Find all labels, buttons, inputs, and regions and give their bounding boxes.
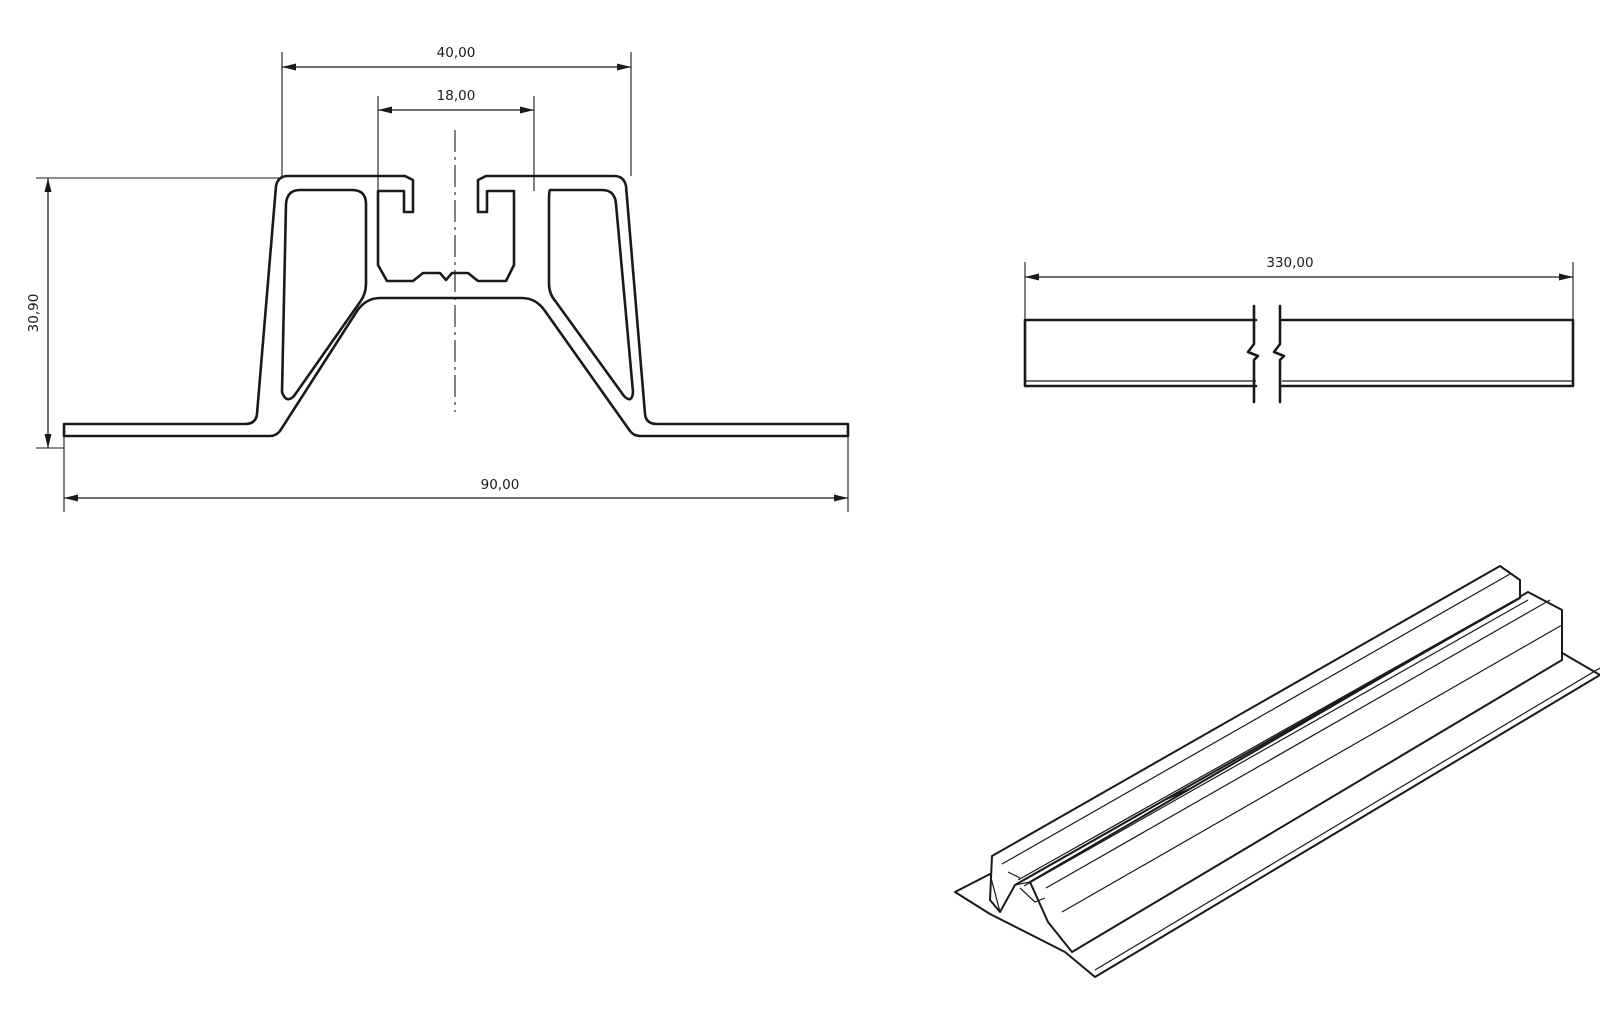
iso-left-ridge [989,565,1521,913]
dim-top-width: 40,00 [437,45,476,61]
iso-slot-line [1017,595,1523,881]
left-cavity [280,188,368,401]
iso-flange-edge [1094,667,1600,971]
arrowhead [282,63,296,71]
cross-section-view: 40,00 18,00 30,90 90,00 [26,45,850,512]
isometric-view [954,565,1600,978]
dim-slot-width: 18,00 [437,88,476,104]
iso-ridge-line [1045,599,1551,889]
arrowhead [520,106,534,114]
arrowhead [44,178,52,192]
iso-right-ridge [1029,591,1563,953]
iso-end-face [989,871,1073,953]
dim-base-width: 90,00 [481,477,520,493]
dim-length: 330,00 [1266,255,1313,271]
arrowhead [1025,273,1039,281]
arrowhead [378,106,392,114]
iso-ridge-line [1061,624,1563,913]
side-view-left-segment [1023,318,1258,388]
iso-ridge-line [1001,573,1511,865]
profile-outline [62,174,850,438]
iso-slot-line [1023,599,1529,887]
right-cavity [547,188,635,401]
break-line-right [1272,304,1286,404]
side-view: 330,00 [1023,255,1575,404]
arrowhead [1559,273,1573,281]
arrowhead [64,494,78,502]
dim-height: 30,90 [26,294,42,333]
break-line-left [1246,304,1260,404]
side-view-right-segment [1280,318,1575,388]
arrowhead [617,63,631,71]
arrowhead [834,494,848,502]
arrowhead [44,434,52,448]
